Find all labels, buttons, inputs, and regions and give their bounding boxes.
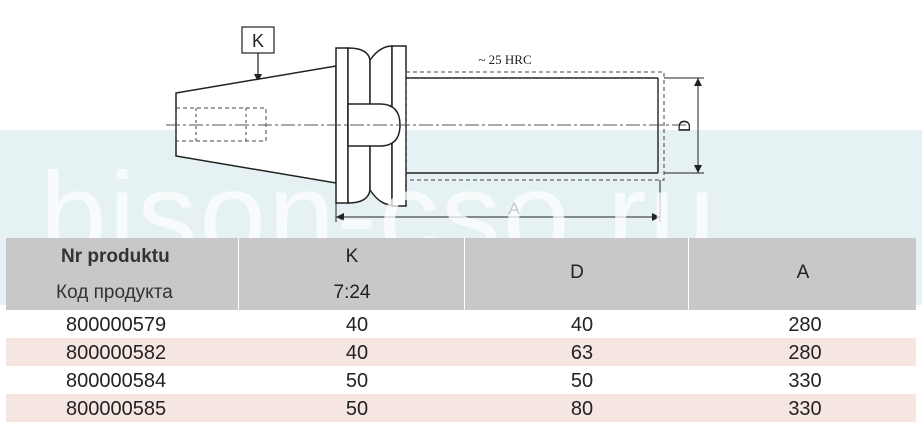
k-value: 40: [345, 314, 369, 336]
k-value: 40: [345, 342, 369, 364]
header-product-pl: Nr produktu: [61, 246, 170, 267]
header-k-taper: 7:24: [333, 282, 371, 303]
product-code: 800000584: [66, 370, 167, 392]
k-value: 50: [345, 370, 369, 392]
header-k: K: [345, 246, 359, 267]
k-label-box: [241, 26, 275, 54]
d-value: 80: [570, 398, 594, 420]
table-row: 800000585 50 80 330: [6, 394, 916, 422]
header-k-cell: K 7:24: [238, 238, 465, 310]
hardness-label: ~ 25 HRC: [478, 52, 531, 67]
d-value: 40: [570, 314, 594, 336]
d-label: D: [675, 120, 694, 132]
header-d: D: [570, 262, 584, 283]
header-a-cell: A: [688, 238, 917, 310]
a-value: 330: [788, 370, 822, 392]
table-row: 800000584 50 50 330: [6, 366, 916, 394]
product-table: Nr produktu Код продукта K 7:24 D A 8000…: [6, 238, 916, 422]
a-value: 330: [788, 398, 822, 420]
header-a: A: [796, 262, 810, 283]
k-value: 50: [345, 398, 369, 420]
header-product-ru: Код продукта: [56, 282, 173, 303]
table-header: Nr produktu Код продукта K 7:24 D A: [6, 238, 916, 310]
d-value: 63: [570, 342, 594, 364]
product-code: 800000579: [66, 314, 167, 336]
a-value: 280: [788, 342, 822, 364]
technical-drawing: K ~ 25 HRC D A: [166, 26, 704, 222]
d-value: 50: [570, 370, 594, 392]
product-code: 800000585: [66, 398, 167, 420]
table-row: 800000582 40 63 280: [6, 338, 916, 366]
product-code: 800000582: [66, 342, 167, 364]
table-row: 800000579 40 40 280: [6, 310, 916, 338]
a-label: A: [508, 199, 520, 218]
k-label: K: [252, 31, 264, 51]
a-value: 280: [788, 314, 822, 336]
header-d-cell: D: [464, 238, 689, 310]
